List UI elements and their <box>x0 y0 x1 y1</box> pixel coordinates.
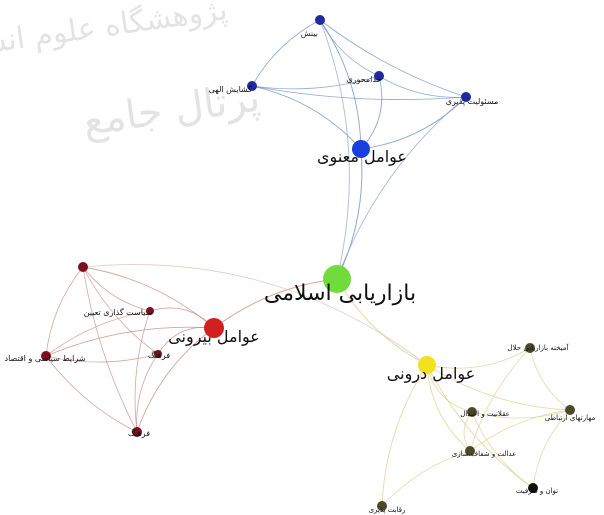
edge-hub-leaf <box>426 347 531 369</box>
leaf-node <box>461 92 471 102</box>
edge-hub-leaf <box>426 364 571 411</box>
edge-leaf-leaf <box>82 266 151 312</box>
leaf-node-label: سیاست گذاری تعیین <box>84 307 153 317</box>
edge-leaf-leaf <box>381 450 471 507</box>
leaf-node-label: مهارتهای ارتباطی <box>545 414 596 422</box>
edge-leaf-leaf <box>45 353 159 363</box>
leaf-node-label: فرهنگ <box>148 350 170 360</box>
leaf-node <box>41 351 51 361</box>
leaf-node <box>78 262 88 272</box>
edge-leaf-leaf <box>136 353 159 433</box>
leaf-node-label: رقابت پذیری <box>369 506 406 514</box>
edge-leaf-leaf <box>319 19 467 98</box>
leaf-node <box>525 343 535 353</box>
leaf-node <box>528 483 538 493</box>
edge-hub-leaf <box>360 96 467 150</box>
leaf-node-label: عقلانیت و اعتدال <box>460 410 510 418</box>
leaf-node-label: عدالت و شفاف سازی <box>452 450 517 458</box>
edge-leaf-leaf <box>251 19 321 87</box>
node-layer <box>41 15 575 511</box>
leaf-node <box>247 81 257 91</box>
edge-leaf-leaf <box>469 409 571 452</box>
leaf-node <box>132 427 142 437</box>
edge-leaf-leaf <box>378 75 467 98</box>
leaf-node-label: خدامحوری <box>346 75 381 84</box>
edge-hub-leaf <box>82 266 215 329</box>
leaf-node-label: توان و ظرفیت <box>516 487 558 495</box>
leaf-node-label: شرایط سیاسی و اقتصاد <box>5 354 86 363</box>
edge-leaf-leaf <box>45 355 138 433</box>
leaf-node-label: آمیخته بازاریابی حلال <box>508 343 570 352</box>
edge-hub-leaf <box>426 364 534 489</box>
leaf-node <box>374 71 384 81</box>
hub-node-label: عوامل بیرونی <box>168 327 260 347</box>
leaf-node <box>465 446 475 456</box>
edge-long-range <box>82 264 428 366</box>
edge-leaf-leaf <box>45 310 151 357</box>
hub-node-birooni <box>204 318 224 338</box>
edge-hub-leaf <box>149 307 215 329</box>
leaf-node-label: فرهنگ <box>128 428 150 438</box>
leaf-node-label: بینش <box>301 29 318 38</box>
leaf-node <box>146 307 154 315</box>
leaf-node <box>467 407 477 417</box>
edge-leaf-leaf <box>82 266 159 355</box>
edge-leaf-leaf <box>532 409 571 489</box>
edge-hub-leaf <box>136 327 215 433</box>
edge-leaf-leaf <box>251 85 467 100</box>
label-layer: بازاریابی اسلامی عوامل معنوی عوامل بیرونی ع… <box>5 29 596 514</box>
edge-long-range <box>336 96 467 280</box>
hub-node-manavi <box>352 140 370 158</box>
edge-center-hub <box>336 278 428 366</box>
edge-leaf-leaf <box>471 411 534 489</box>
leaf-node <box>377 501 387 511</box>
edge-long-range <box>319 19 350 280</box>
edge-leaf-leaf <box>529 347 571 411</box>
leaf-node-label: مسئولیت پذیری <box>446 97 499 106</box>
edge-hub-leaf <box>426 364 471 452</box>
edge-leaf-leaf <box>469 347 531 452</box>
hub-node-label: عوامل معنوی <box>317 147 407 167</box>
edge-leaf-leaf <box>471 409 571 419</box>
center-node-label: بازاریابی اسلامی <box>264 281 416 306</box>
edge-leaf-leaf <box>82 266 138 433</box>
leaf-node <box>565 405 575 415</box>
edge-leaf-leaf <box>319 19 380 77</box>
edge-hub-leaf <box>381 364 428 507</box>
edge-hub-leaf <box>251 85 362 150</box>
edge-layer <box>45 19 571 507</box>
edge-leaf-leaf <box>251 75 380 90</box>
edge-hub-leaf <box>360 75 383 150</box>
leaf-node <box>154 350 162 358</box>
edge-hub-leaf <box>45 326 215 357</box>
edge-leaf-leaf <box>134 310 151 433</box>
leaf-node-label: گشایش الهی <box>209 84 253 94</box>
hub-node-label: عوامل درونی <box>387 364 475 384</box>
edge-center-hub <box>213 278 338 329</box>
hub-node-darooni <box>418 356 436 374</box>
edge-center-hub <box>336 148 363 280</box>
leaf-node <box>315 15 325 25</box>
edge-leaf-leaf <box>45 266 84 357</box>
center-node <box>323 265 351 293</box>
